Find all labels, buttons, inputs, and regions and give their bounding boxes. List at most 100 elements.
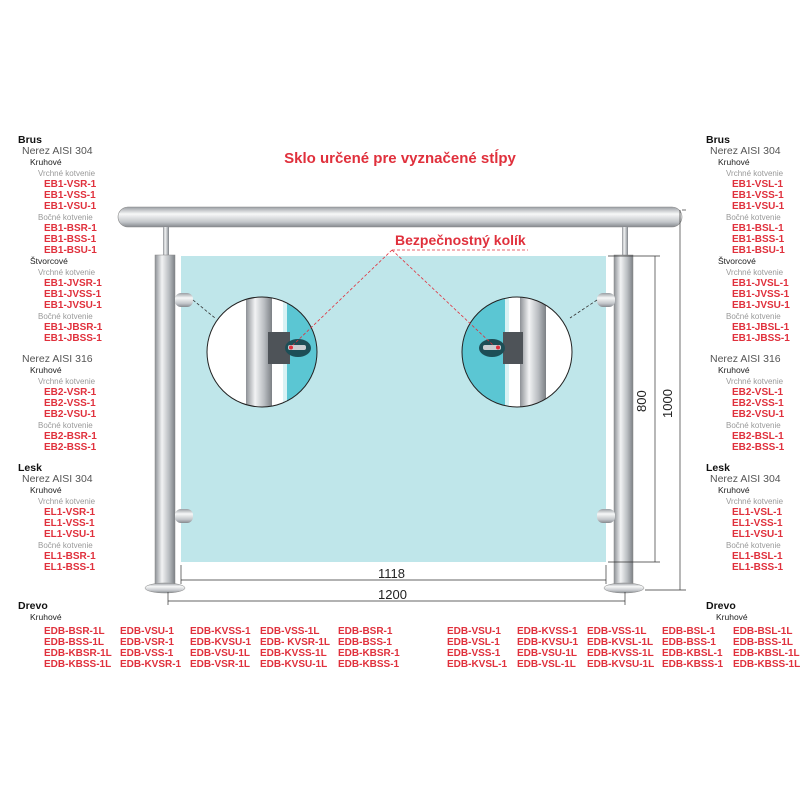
product-code: EDB- KVSR-1L [260,637,331,648]
shape-label: Kruhové [30,365,62,375]
product-code: EB2-BSS-1 [44,442,97,453]
anchor-label: Vrchné kotvenie [726,268,784,277]
anchor-label: Vrchné kotvenie [38,377,96,386]
product-code: EB2-VSS-1 [44,398,96,409]
product-code: EDB-VSU-1 [120,626,174,637]
product-code: EDB-BSL-1 [662,626,716,637]
product-code: EB1-BSS-1 [732,234,785,245]
product-code: EB2-BSS-1 [732,442,785,453]
product-code: EB1-VSL-1 [732,179,784,190]
head-label: Lesk [18,462,42,474]
head-label: Brus [706,134,730,146]
product-code: EL1-VSL-1 [732,507,783,518]
anchor-label: Bočné kotvenie [726,541,781,550]
shape-label: Kruhové [718,485,750,495]
head-label: Lesk [706,462,730,474]
anchor-label: Vrchné kotvenie [38,268,96,277]
product-code: EDB-KVSU-1 [517,637,579,648]
shape-label: Kruhové [718,157,750,167]
product-code: EB2-VSU-1 [44,409,97,420]
product-code: EL1-VSS-1 [44,518,95,529]
product-code: EB1-VSS-1 [732,190,784,201]
product-code: EL1-VSU-1 [44,529,96,540]
product-code: EDB-VSR-1L [190,659,251,670]
product-code: EDB-VSS-1 [120,648,174,659]
mat-label: Nerez AISI 304 [22,473,93,485]
product-code: EDB-KVSS-1L [587,648,654,659]
product-code: EDB-BSS-1L [733,637,794,648]
product-code: EDB-VSU-1L [190,648,251,659]
product-code: EB1-BSU-1 [732,245,785,256]
dim-glass-height: 800 [634,390,649,412]
wood-right-shape: Kruhové [716,612,748,622]
page-title: Sklo určené pre vyznačené stĺpy [284,150,516,167]
product-code: EDB-BSS-1 [338,637,392,648]
product-code: EL1-VSR-1 [44,507,96,518]
product-code: EDB-BSR-1 [338,626,393,637]
product-code: EB1-JBSR-1 [44,322,103,333]
mat-label: Nerez AISI 316 [710,353,781,365]
dim-total-width: 1200 [378,587,407,602]
product-code: EDB-KBSL-1L [733,648,800,659]
product-code: EB1-JVSS-1 [44,289,102,300]
product-code: EB1-JBSL-1 [732,322,790,333]
anchor-label: Bočné kotvenie [726,312,781,321]
anchor-label: Bočné kotvenie [38,541,93,550]
product-code: EB2-VSR-1 [44,387,97,398]
right-post [613,254,634,589]
product-code: EB1-JBSS-1 [44,333,102,344]
anchor-label: Bočné kotvenie [38,312,93,321]
anchor-label: Bočné kotvenie [726,421,781,430]
product-code: EL1-BSS-1 [44,562,96,573]
product-code: EDB-KBSR-1 [338,648,400,659]
product-code: EDB-KVSU-1 [190,637,252,648]
mat-label: Nerez AISI 304 [22,145,93,157]
product-code: EDB-KBSS-1L [733,659,800,670]
anchor-label: Bočné kotvenie [38,421,93,430]
product-code: EDB-BSL-1L [733,626,793,637]
head-label: Brus [18,134,42,146]
dim-total-height: 1000 [660,389,675,418]
product-code: EDB-VSU-1 [447,626,501,637]
product-code: EB1-VSU-1 [44,201,97,212]
anchor-label: Bočné kotvenie [38,213,93,222]
mat-label: Nerez AISI 304 [710,145,781,157]
safety-pin-callout: Bezpečnostný kolík [395,232,526,248]
left-post [154,254,176,589]
dim-glass-width: 1118 [378,566,405,581]
product-code: EB1-JVSL-1 [732,278,789,289]
product-code: EB1-JVSR-1 [44,278,102,289]
wood-left-shape: Kruhové [30,612,62,622]
product-code: EL1-BSS-1 [732,562,784,573]
product-code: EB2-VSS-1 [732,398,784,409]
product-code: EL1-BSR-1 [44,551,96,562]
mat-label: Nerez AISI 304 [710,473,781,485]
product-code: EB1-JVSS-1 [732,289,790,300]
product-code: EDB-VSS-1L [260,626,320,637]
shape-label: Kruhové [30,157,62,167]
anchor-label: Bočné kotvenie [726,213,781,222]
product-code: EDB-VSL-1 [447,637,500,648]
detail-right [462,297,572,407]
product-code: EDB-VSR-1 [120,637,174,648]
top-handrail [117,206,683,228]
wood-right-heading: Drevo [706,600,736,612]
product-code: EDB-BSS-1 [662,637,716,648]
product-code: EDB-KBSS-1 [662,659,724,670]
wood-left-heading: Drevo [18,600,48,612]
product-code: EDB-VSS-1 [447,648,501,659]
product-code: EDB-KBSR-1L [44,648,112,659]
product-code: EB1-JVSU-1 [732,300,790,311]
product-code: EDB-KVSL-1 [447,659,508,670]
product-code: EDB-KVSR-1 [120,659,182,670]
detail-left [207,297,317,407]
mat-label: Nerez AISI 316 [22,353,93,365]
product-code: EB2-BSL-1 [732,431,784,442]
